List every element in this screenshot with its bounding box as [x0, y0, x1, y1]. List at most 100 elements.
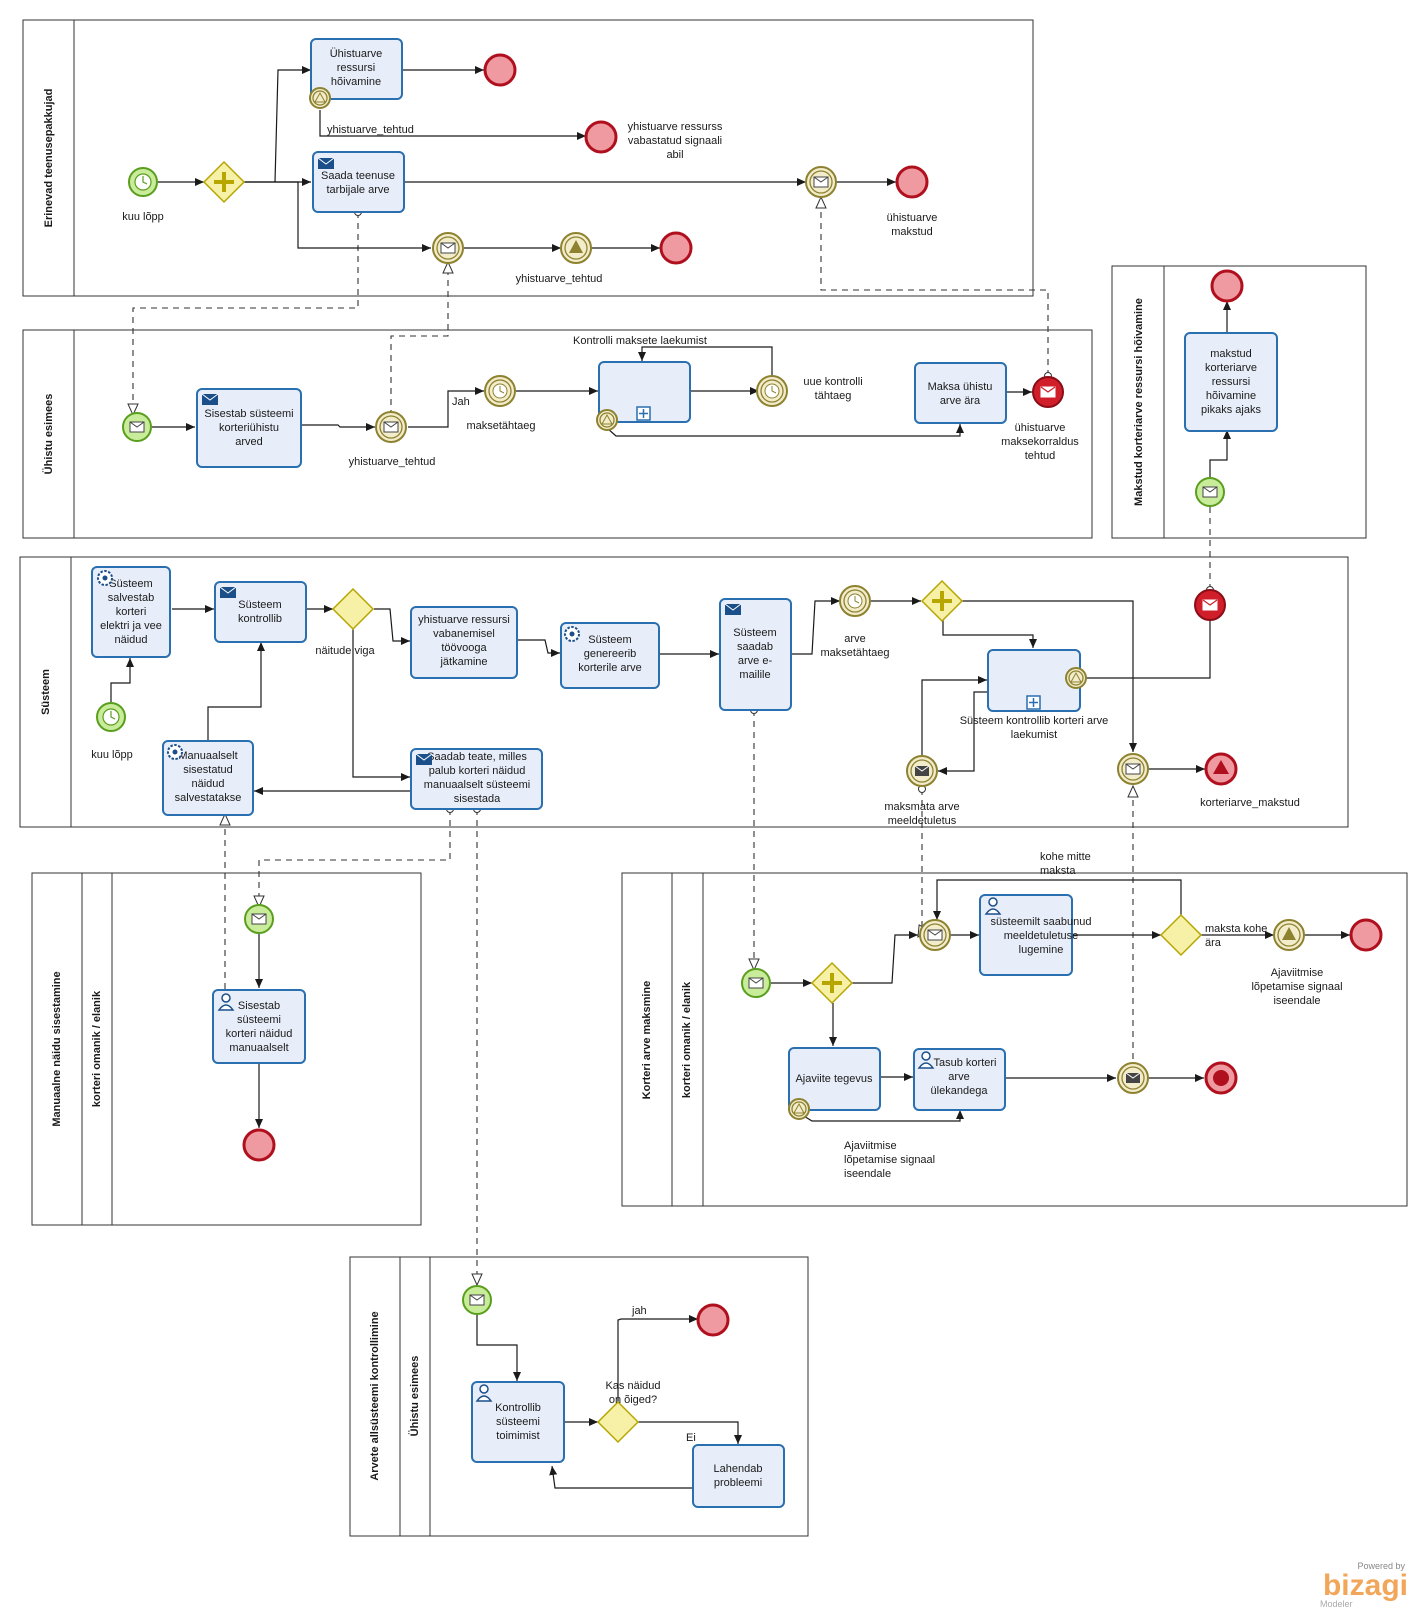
sequence-flows: [110, 66, 1350, 1489]
pool-teenusepakkujad: Erinevad teenusepakkujad: [22, 19, 1034, 297]
pool-title: Korteri arve maksmine: [641, 981, 653, 1100]
subprocess-kontrolli-maksete-laekumist[interactable]: [598, 361, 691, 423]
end-event-icon: [584, 120, 618, 154]
label-jah: jah: [631, 1305, 647, 1317]
label-kontrolli-maksete-laekumist: Kontrolli maksete laekumist: [573, 335, 707, 347]
task-ajaviite-tegevus[interactable]: Ajaviite tegevus: [788, 1047, 881, 1111]
start-events: [96, 167, 1225, 1315]
message-throw-event-icon: [1117, 1062, 1149, 1094]
message-start-event-icon: [244, 904, 274, 934]
gateways: [202, 160, 1203, 1444]
bizagi-logo: Powered by bizagi Modeler: [1320, 1561, 1408, 1609]
message-start-event-icon: [122, 412, 152, 442]
end-events: [242, 53, 1383, 1337]
end-event-icon: [659, 231, 693, 265]
svg-text:bizagi: bizagi: [1323, 1569, 1408, 1602]
pool-title: Süsteem: [40, 669, 52, 715]
send-envelope-icon: [415, 753, 433, 765]
user-icon: [984, 897, 1002, 915]
labels: kuu lõpp yhistuarve_tehtud yhistuarve re…: [91, 121, 1342, 1444]
pool-title: Ühistu esimees: [42, 394, 55, 475]
exclusive-gateway-icon: [596, 1400, 640, 1444]
message-start-event-icon: [741, 968, 771, 998]
lane-title: Ühistu esimees: [408, 1356, 421, 1437]
send-envelope-icon: [201, 393, 219, 405]
lane-title: korteri omanik / elanik: [91, 990, 103, 1107]
label-korteriarve-makstud: korteriarve_makstud: [1200, 797, 1300, 809]
pool-title: Makstud korteriarve ressursi hõivamine: [1133, 298, 1145, 506]
timer-catch-event-icon: [484, 375, 516, 407]
pool-title: Erinevad teenusepakkujad: [43, 89, 55, 228]
end-event-icon: [1210, 269, 1244, 303]
timer-catch-event-icon: [839, 585, 871, 617]
parallel-gateway-icon: [810, 961, 854, 1005]
signal-end-event-icon: [1204, 752, 1238, 786]
end-event-icon: [483, 53, 517, 87]
end-event-icon: [242, 1128, 276, 1162]
user-icon: [475, 1384, 493, 1402]
gear-icon: [97, 570, 113, 586]
boundary-signal-events: [309, 87, 1087, 1120]
label-yhistuarve-tehtud: yhistuarve_tehtud: [516, 273, 603, 285]
label-yhistuarve-tehtud: yhistuarve_tehtud: [349, 456, 436, 468]
message-catch-event-icon: [432, 232, 464, 264]
message-start-event-icon: [462, 1285, 492, 1315]
gear-icon: [167, 744, 183, 760]
signal-boundary-icon: [596, 409, 618, 431]
user-icon: [217, 993, 235, 1011]
subprocess-susteem-kontrollib-laekumist[interactable]: [987, 649, 1081, 712]
label-ei: Ei: [686, 1432, 696, 1444]
svg-text:Modeler: Modeler: [1320, 1599, 1353, 1609]
message-throw-event-icon: [906, 755, 938, 787]
signal-throw-event-icon: [560, 232, 592, 264]
label-kuu-lopp: kuu lõpp: [91, 749, 133, 761]
end-event-icon: [1349, 918, 1383, 952]
exclusive-gateway-icon: [331, 587, 375, 631]
label-kuu-lopp: kuu lõpp: [122, 211, 164, 223]
pool-esimees: Ühistu esimees: [22, 329, 1093, 539]
signal-boundary-icon: [309, 87, 331, 109]
label-maksetahtaeg: maksetähtaeg: [466, 420, 535, 432]
gear-icon: [564, 626, 580, 642]
message-catch-event-icon: [1117, 753, 1149, 785]
